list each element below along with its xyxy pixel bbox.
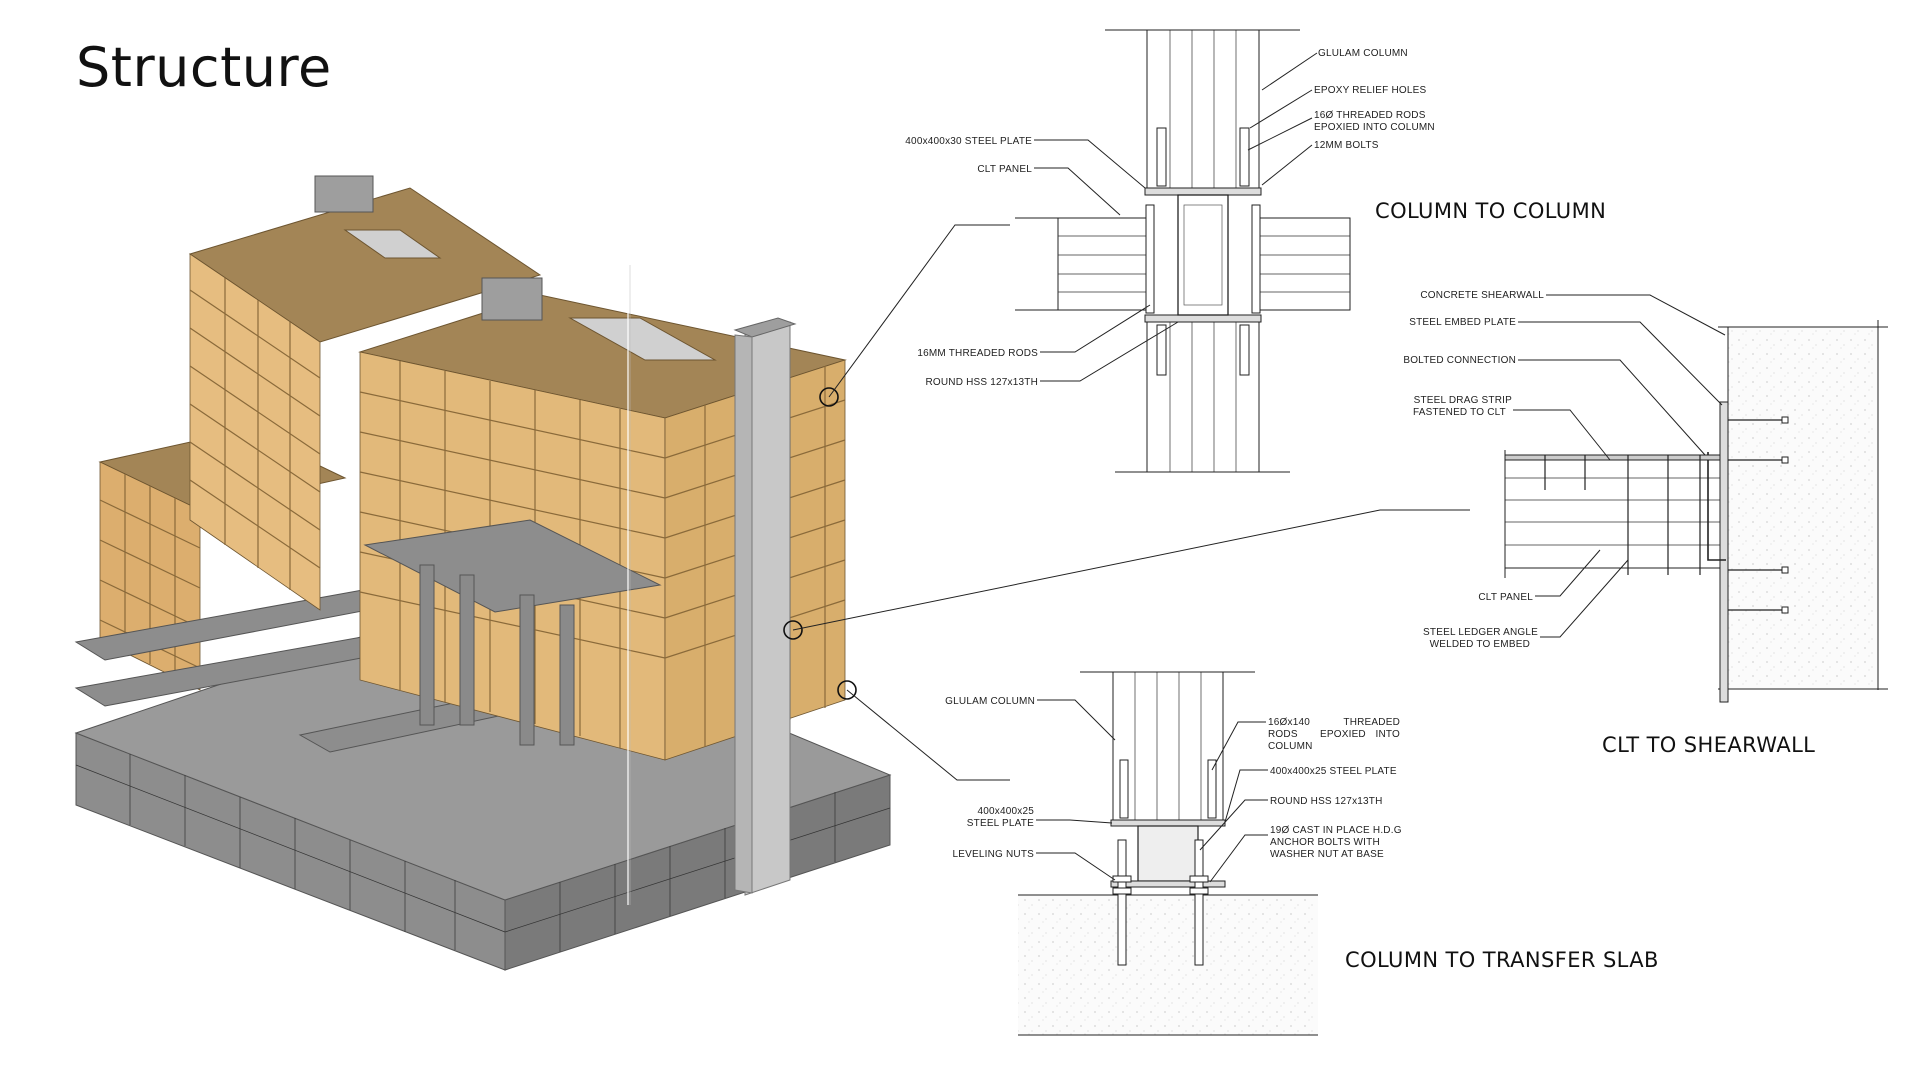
concrete-core-front — [734, 334, 753, 894]
label-steel-embed-plate: STEEL EMBED PLATE — [1409, 317, 1516, 328]
rooftop-unit-2 — [481, 277, 543, 321]
callout-circle-shearwall — [783, 620, 803, 640]
label-steel-drag-strip: STEEL DRAG STRIP — [1414, 395, 1513, 406]
callout-circle-column — [819, 387, 839, 407]
label-rods-b: THREADED — [1343, 717, 1400, 728]
label-fastened-to-clt: FASTENED TO CLT — [1413, 407, 1506, 418]
label-threaded-rods-16: 16Ø THREADED RODS — [1314, 110, 1426, 121]
label-steel-plate-25-right: 400x400x25 STEEL PLATE — [1270, 766, 1397, 777]
label-rods-f: COLUMN — [1268, 741, 1313, 752]
isometric-building — [74, 175, 892, 971]
page-title: Structure — [76, 36, 332, 99]
label-round-hss-2: ROUND HSS 127x13TH — [1270, 796, 1383, 807]
label-anchor-2: ANCHOR BOLTS WITH — [1270, 837, 1380, 848]
label-epoxied-into-column: EPOXIED INTO COLUMN — [1314, 122, 1435, 133]
label-steel-plate-25-left-2: STEEL PLATE — [967, 818, 1034, 829]
label-16mm-threaded-rods: 16MM THREADED RODS — [917, 348, 1038, 359]
detail-title-clt-to-shearwall: CLT TO SHEARWALL — [1602, 733, 1815, 757]
transfer-slab — [363, 519, 662, 613]
roof-opening-1 — [343, 229, 442, 259]
detail-column-to-transfer-slab: GLULAM COLUMN 16Øx140 THREADED RODS EPOX… — [945, 671, 1659, 1036]
detail-title-column-to-transfer-slab: COLUMN TO TRANSFER SLAB — [1345, 948, 1659, 972]
label-steel-plate-30: 400x400x30 STEEL PLATE — [905, 136, 1032, 147]
label-rods-a: 16Øx140 — [1268, 717, 1310, 728]
label-12mm-bolts: 12MM BOLTS — [1314, 140, 1379, 151]
callout-circle-slab — [837, 680, 857, 700]
label-anchor-1: 19Ø CAST IN PLACE H.D.G — [1270, 825, 1402, 836]
label-glulam-column: GLULAM COLUMN — [1318, 48, 1408, 59]
detail-clt-to-shearwall: CONCRETE SHEARWALL STEEL EMBED PLATE BOL… — [1403, 290, 1888, 757]
label-clt-panel: CLT PANEL — [977, 164, 1032, 175]
label-round-hss: ROUND HSS 127x13TH — [925, 377, 1038, 388]
label-rods-d: EPOXIED — [1320, 729, 1366, 740]
tower-back-front — [189, 253, 321, 611]
callout-leaders — [792, 224, 1470, 781]
label-steel-plate-25-left-1: 400x400x25 — [978, 806, 1035, 817]
detail-title-column-to-column: COLUMN TO COLUMN — [1375, 199, 1606, 223]
rooftop-unit-1 — [314, 175, 374, 213]
label-bolted-connection: BOLTED CONNECTION — [1403, 355, 1516, 366]
detail-column-to-column: GLULAM COLUMN EPOXY RELIEF HOLES 16Ø THR… — [905, 29, 1606, 473]
label-steel-ledger-angle: STEEL LEDGER ANGLE — [1423, 627, 1538, 638]
label-leveling-nuts: LEVELING NUTS — [952, 849, 1034, 860]
roof-opening-2 — [568, 317, 717, 361]
label-rods-c: RODS — [1268, 729, 1298, 740]
label-glulam-column-2: GLULAM COLUMN — [945, 696, 1035, 707]
label-epoxy-relief-holes: EPOXY RELIEF HOLES — [1314, 85, 1426, 96]
concrete-core-top — [733, 317, 797, 338]
label-anchor-3: WASHER NUT AT BASE — [1270, 849, 1384, 860]
label-rods-e: INTO — [1375, 729, 1400, 740]
label-welded-to-embed: WELDED TO EMBED — [1430, 639, 1530, 650]
label-clt-panel-2: CLT PANEL — [1478, 592, 1533, 603]
label-concrete-shearwall: CONCRETE SHEARWALL — [1420, 290, 1544, 301]
